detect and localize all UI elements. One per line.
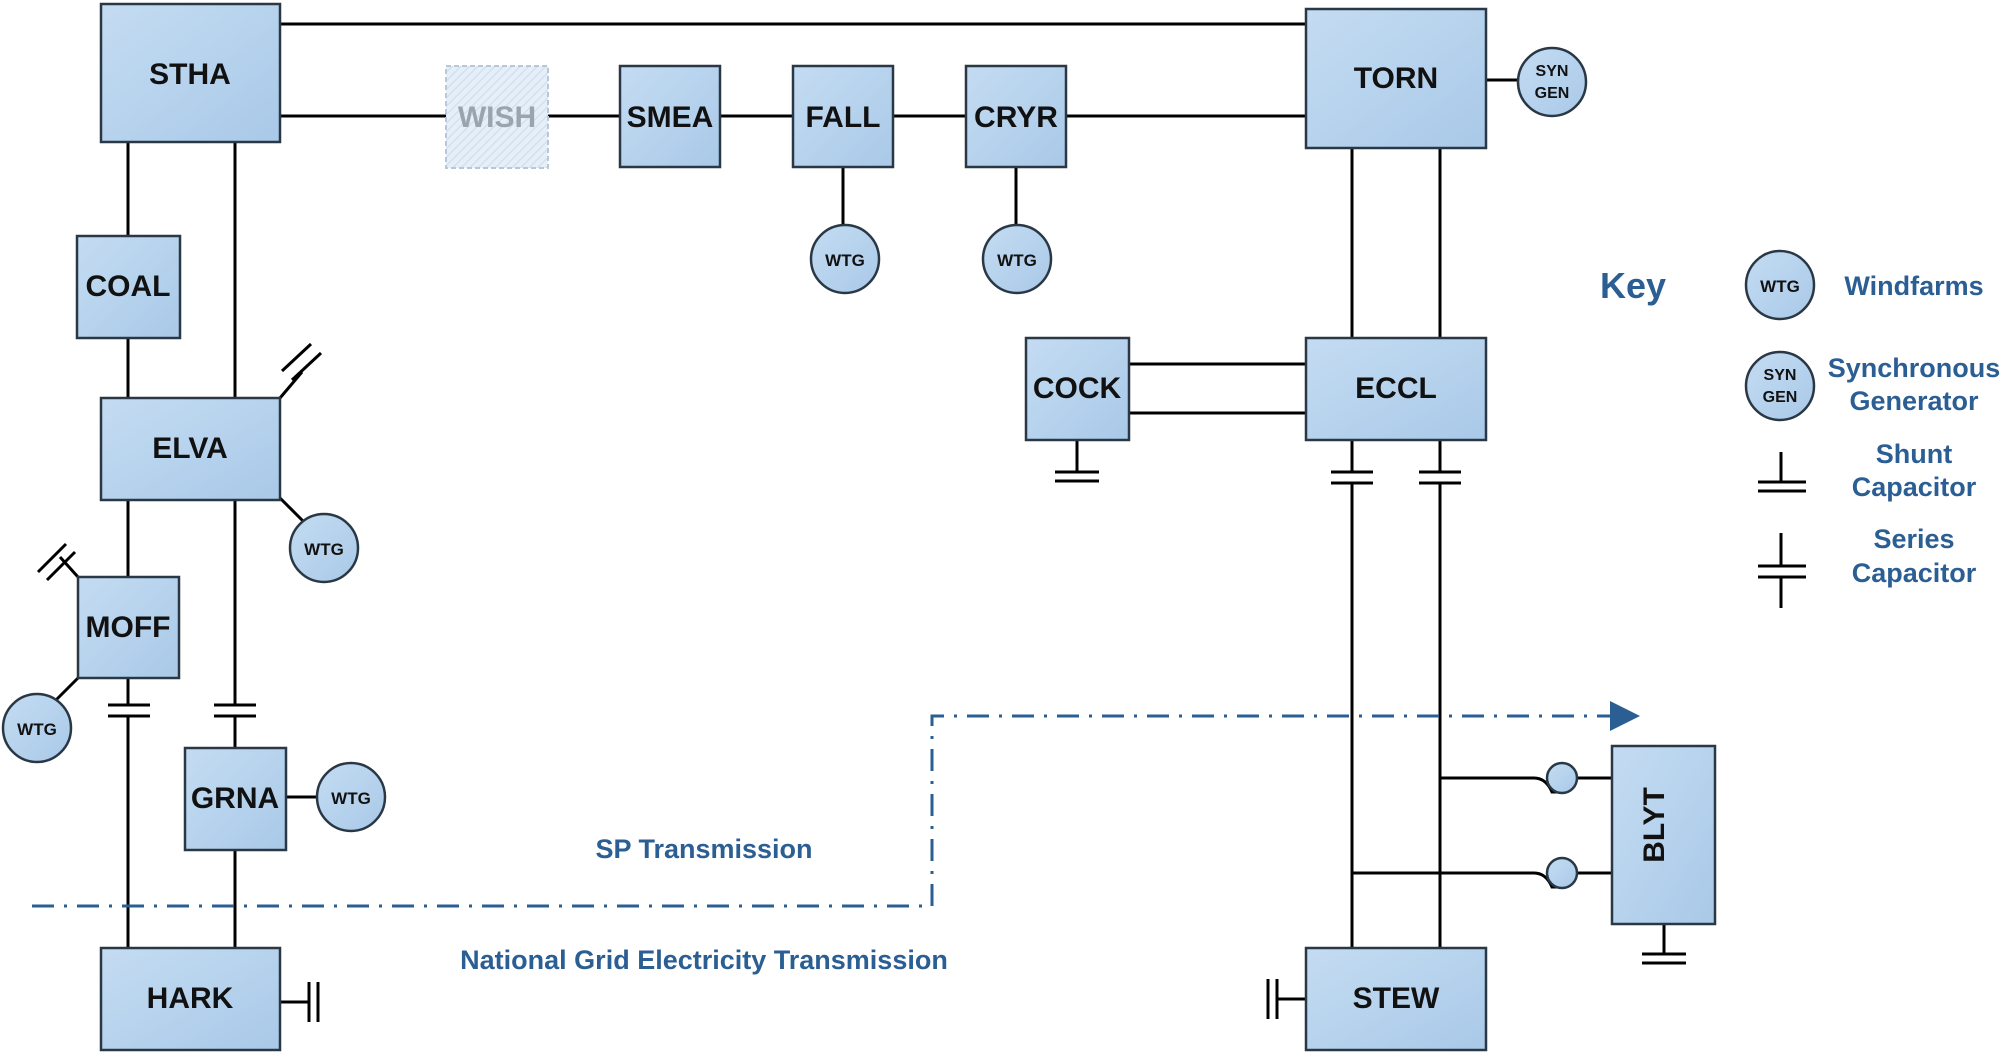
wtg-label: WTG <box>825 251 865 270</box>
wtg-elva[interactable]: WTG <box>288 512 360 584</box>
substation-grna[interactable]: GRNA <box>183 746 288 852</box>
substation-stew[interactable]: STEW <box>1304 946 1488 1052</box>
wtg-cryr[interactable]: WTG <box>981 223 1053 295</box>
wtg-label: WTG <box>997 251 1037 270</box>
substation-label-smea: SMEA <box>627 101 714 134</box>
shunt-capacitor-elva <box>280 342 323 382</box>
sp-boundary-line <box>32 701 1640 908</box>
substation-stha[interactable]: STHA <box>99 2 282 144</box>
legend: Key WTG Windfarms SYN GEN Synchronous Ge… <box>1600 249 2001 608</box>
substations: STHA WISH SMEA FALL CRYR TORN COAL ELVA <box>75 2 1717 1052</box>
legend-shunt-capacitor-icon <box>1758 452 1806 493</box>
substation-label-stew: STEW <box>1353 982 1440 1015</box>
series-capacitor-elva-grna <box>214 703 256 718</box>
line-blyt-feed-b-curve <box>1533 871 1560 889</box>
wtg-fall[interactable]: WTG <box>809 223 881 295</box>
substation-label-eccl: ECCL <box>1355 372 1437 405</box>
legend-syngen-icon: SYN GEN <box>1744 350 1816 422</box>
legend-synchronous-label-line1: Synchronous <box>1828 353 2001 383</box>
series-capacitor-eccl-stew-a <box>1331 470 1373 485</box>
blyt-node-a <box>1545 761 1579 795</box>
legend-windfarms-label: Windfarms <box>1844 271 1983 301</box>
wtg-label: WTG <box>304 540 344 559</box>
substation-wish[interactable]: WISH <box>445 65 549 169</box>
substation-cock[interactable]: COCK <box>1024 336 1131 442</box>
substation-label-blyt: BLYT <box>1638 787 1671 863</box>
legend-windfarm-icon: WTG <box>1744 249 1816 321</box>
substation-coal[interactable]: COAL <box>75 234 182 340</box>
legend-series-label-line2: Capacitor <box>1852 558 1977 588</box>
region-boundary: SP Transmission National Grid Electricit… <box>32 701 1640 975</box>
shunt-capacitors <box>36 342 1686 1022</box>
line-elva-shunt <box>278 371 304 399</box>
series-capacitor-moff-hark <box>108 703 150 718</box>
substation-fall[interactable]: FALL <box>791 64 895 169</box>
shunt-capacitor-stew <box>1266 979 1279 1019</box>
legend-shunt-label-line2: Capacitor <box>1852 472 1977 502</box>
substation-hark[interactable]: HARK <box>99 946 282 1052</box>
blyt-feeder-nodes <box>1545 761 1579 890</box>
substation-eccl[interactable]: ECCL <box>1304 336 1488 442</box>
substation-label-fall: FALL <box>806 101 881 134</box>
substation-elva[interactable]: ELVA <box>99 396 282 502</box>
series-capacitors <box>108 470 1461 718</box>
substation-label-torn: TORN <box>1354 62 1438 95</box>
transmission-lines <box>54 22 1666 1004</box>
syngen-label-line2: GEN <box>1535 85 1570 102</box>
legend-series-capacitor-icon <box>1758 533 1806 608</box>
substation-label-wish: WISH <box>458 101 536 134</box>
legend-series-label-line1: Series <box>1873 524 1954 554</box>
generators: WTG WTG WTG WTG WTG SYN GEN <box>1 46 1588 833</box>
wtg-moff[interactable]: WTG <box>1 692 73 764</box>
substation-moff[interactable]: MOFF <box>76 575 181 680</box>
legend-shunt-label-line1: Shunt <box>1876 439 1952 469</box>
shunt-capacitor-cock <box>1055 470 1099 483</box>
substation-blyt[interactable]: BLYT <box>1610 744 1717 926</box>
substation-smea[interactable]: SMEA <box>618 64 722 169</box>
syngen-torn[interactable]: SYN GEN <box>1516 46 1588 118</box>
svg-text:SYN: SYN <box>1764 367 1797 384</box>
line-blyt-feed-a-curve <box>1533 776 1560 794</box>
line-moff-wtg <box>54 676 80 702</box>
substation-cryr[interactable]: CRYR <box>964 64 1068 169</box>
svg-text:GEN: GEN <box>1763 389 1798 406</box>
substation-label-hark: HARK <box>147 982 234 1015</box>
substation-torn[interactable]: TORN <box>1304 7 1488 150</box>
shunt-capacitor-hark <box>307 982 320 1022</box>
substation-label-cock: COCK <box>1033 372 1122 405</box>
substation-label-moff: MOFF <box>86 611 171 644</box>
substation-label-elva: ELVA <box>152 432 228 465</box>
legend-title: Key <box>1600 265 1666 306</box>
substation-label-coal: COAL <box>86 270 171 303</box>
svg-text:WTG: WTG <box>1760 277 1800 296</box>
line-moff-shunt <box>58 555 80 579</box>
wtg-grna[interactable]: WTG <box>315 761 387 833</box>
line-elva-wtg <box>278 496 306 524</box>
shunt-capacitor-blyt <box>1642 952 1686 965</box>
syngen-label-line1: SYN <box>1536 63 1569 80</box>
wtg-label: WTG <box>17 720 57 739</box>
substation-label-stha: STHA <box>149 58 231 91</box>
substation-label-grna: GRNA <box>191 782 279 815</box>
national-grid-label: National Grid Electricity Transmission <box>460 945 948 975</box>
substation-label-cryr: CRYR <box>974 101 1058 134</box>
legend-synchronous-label-line2: Generator <box>1849 386 1979 416</box>
series-capacitor-eccl-stew-b <box>1419 470 1461 485</box>
blyt-node-b <box>1545 856 1579 890</box>
shunt-capacitor-moff <box>36 542 77 582</box>
wtg-label: WTG <box>331 789 371 808</box>
sp-transmission-label: SP Transmission <box>595 834 812 864</box>
